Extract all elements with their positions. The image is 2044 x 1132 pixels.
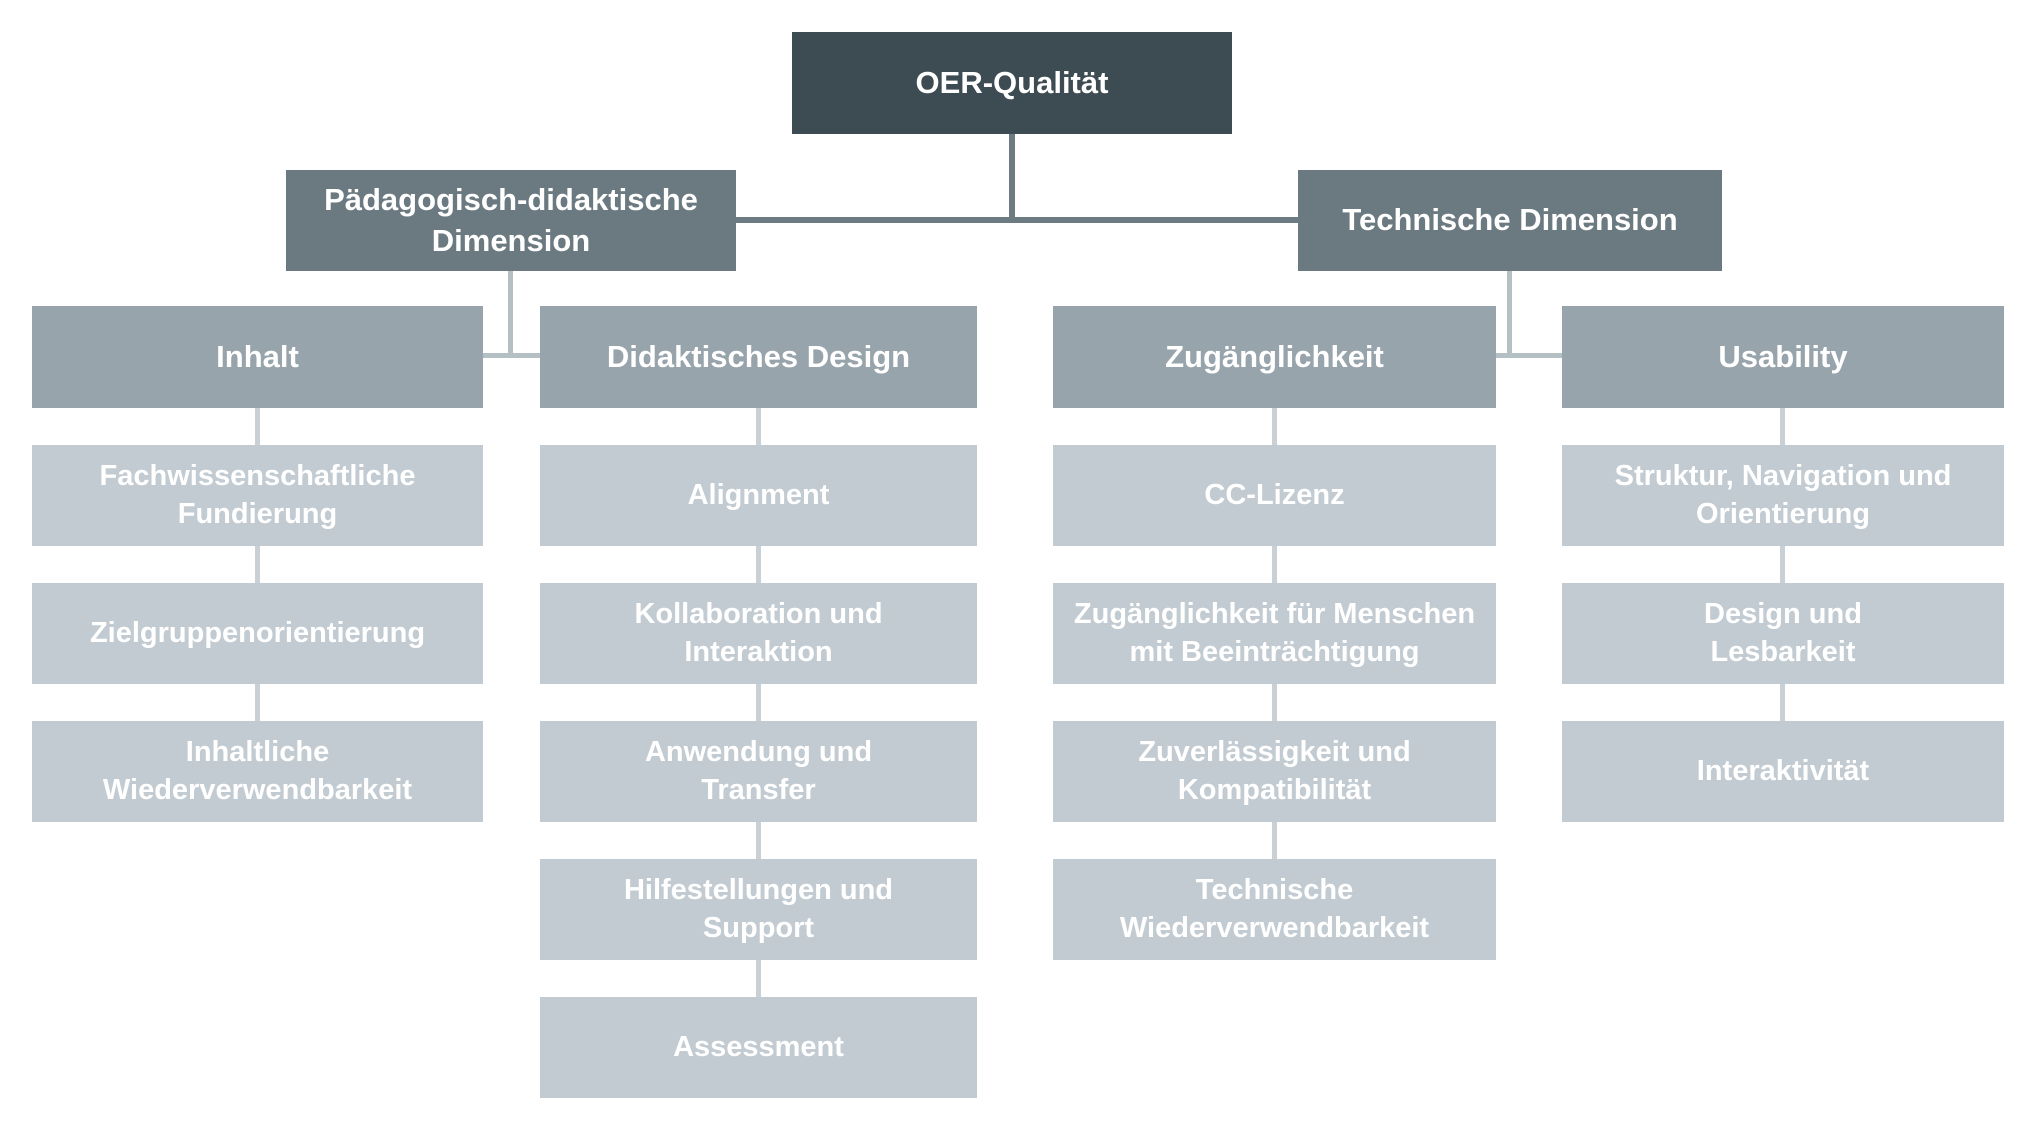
node-zielgruppenorientierung: Zielgruppenorientierung [32,583,483,684]
node-technische-dimension: Technische Dimension [1298,170,1722,271]
connector-dimensions-horizontal [736,217,1298,223]
node-interaktivitaet: Interaktivität [1562,721,2004,822]
node-usability: Usability [1562,306,2004,408]
node-design-und-lesbarkeit: Design und Lesbarkeit [1562,583,2004,684]
node-zuverlaessigkeit-und-kompatibilitaet: Zuverlässigkeit und Kompatibilität [1053,721,1496,822]
connector-technisch-vertical [1507,271,1512,358]
connector-col3-stub-3 [1272,684,1277,721]
connector-col2-stub-5 [756,960,761,997]
connector-col4-stub-3 [1780,684,1785,721]
node-inhaltliche-wiederverwendbarkeit: Inhaltliche Wiederverwendbarkeit [32,721,483,822]
connector-root-stem [1009,134,1015,223]
connector-col3-stub-1 [1272,408,1277,445]
connector-col1-stub-1 [255,408,260,445]
node-technische-wiederverwendbarkeit: Technische Wiederverwendbarkeit [1053,859,1496,960]
node-anwendung-und-transfer: Anwendung und Transfer [540,721,977,822]
connector-col1-stub-2 [255,546,260,583]
connector-col4-stub-1 [1780,408,1785,445]
connector-col4-stub-2 [1780,546,1785,583]
node-zugaenglichkeit-fuer-menschen: Zugänglichkeit für Menschen mit Beeinträ… [1053,583,1496,684]
node-didaktisches-design: Didaktisches Design [540,306,977,408]
connector-paedagogisch-horizontal [483,353,540,358]
node-inhalt: Inhalt [32,306,483,408]
node-assessment: Assessment [540,997,977,1098]
node-alignment: Alignment [540,445,977,546]
connector-technisch-horizontal [1496,353,1562,358]
connector-col2-stub-4 [756,822,761,859]
connector-col2-stub-3 [756,684,761,721]
node-struktur-navigation-orientierung: Struktur, Navigation und Orientierung [1562,445,2004,546]
connector-col1-stub-3 [255,684,260,721]
node-kollaboration-und-interaktion: Kollaboration und Interaktion [540,583,977,684]
connector-col2-stub-1 [756,408,761,445]
connector-paedagogisch-vertical [508,271,513,358]
connector-col2-stub-2 [756,546,761,583]
node-cc-lizenz: CC-Lizenz [1053,445,1496,546]
node-oer-qualitaet: OER-Qualität [792,32,1232,134]
node-paedagogisch-didaktische-dimension: Pädagogisch-didaktische Dimension [286,170,736,271]
node-zugaenglichkeit: Zugänglichkeit [1053,306,1496,408]
connector-col3-stub-2 [1272,546,1277,583]
node-hilfestellungen-und-support: Hilfestellungen und Support [540,859,977,960]
connector-col3-stub-4 [1272,822,1277,859]
node-fachwissenschaftliche-fundierung: Fachwissenschaftliche Fundierung [32,445,483,546]
